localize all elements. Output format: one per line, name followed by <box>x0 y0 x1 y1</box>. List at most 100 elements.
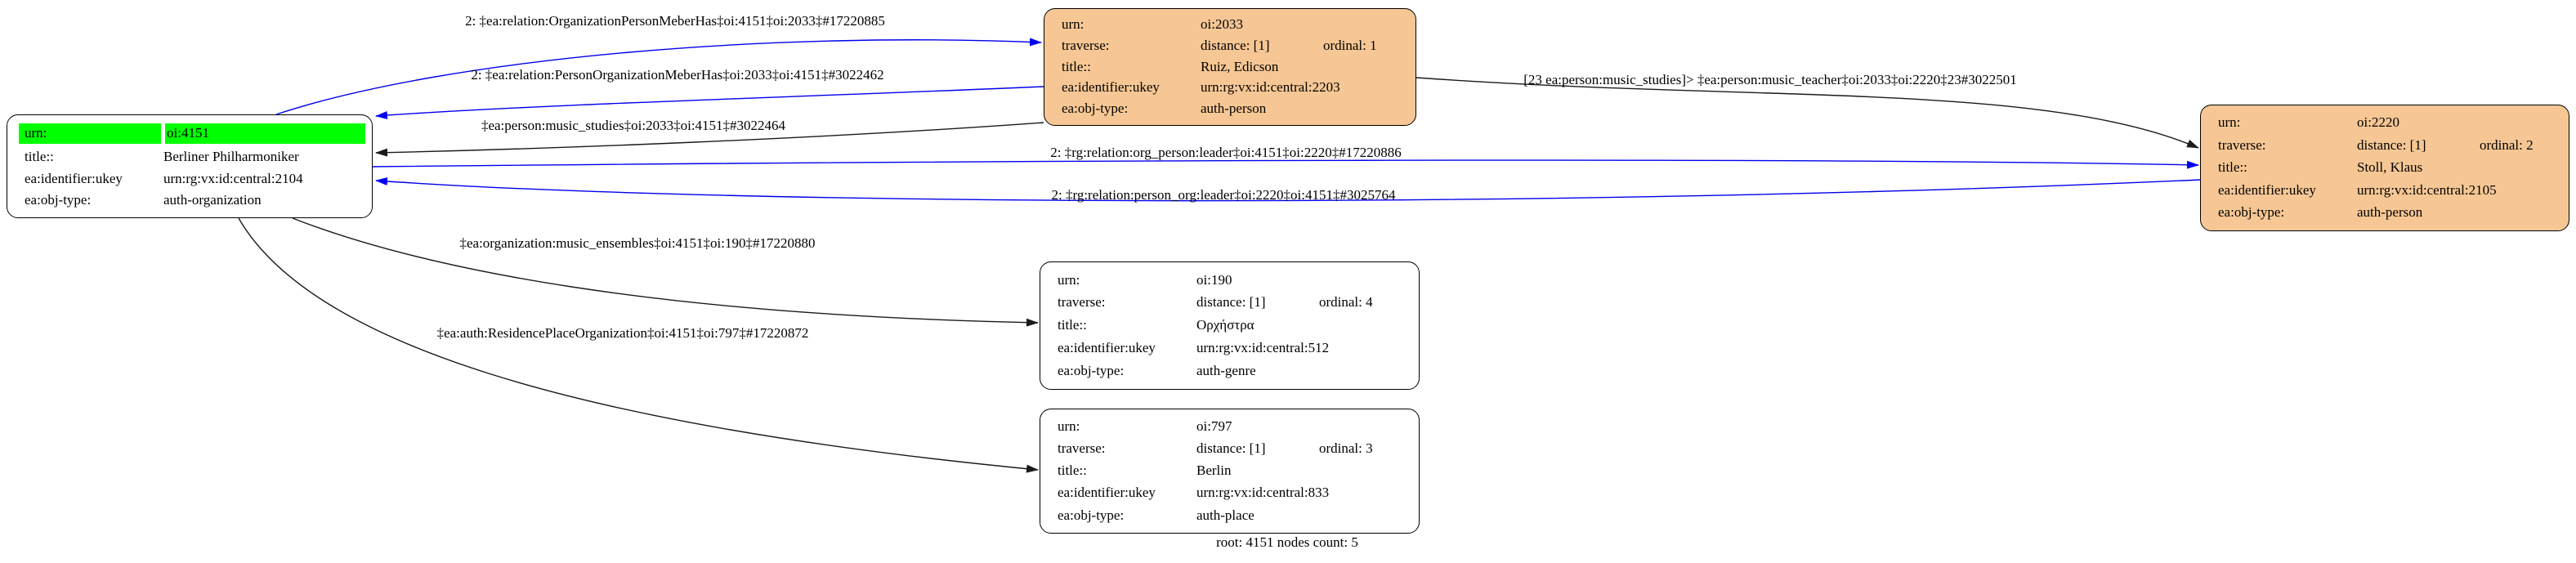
traverse-ordinal: ordinal: 2 <box>2480 136 2534 153</box>
edge-person-org-member <box>375 86 1044 119</box>
row-value: urn:rg:vx:id:central:512 <box>1196 340 1330 356</box>
edge-label-org-person-member: 2: ‡ea:relation:OrganizationPersonMeberH… <box>465 13 885 29</box>
row-label: ea:obj-type: <box>25 192 92 208</box>
row-value: Berliner Philharmoniker <box>163 148 299 164</box>
row-label: ea:obj-type: <box>1058 363 1125 379</box>
row-value: auth-person <box>2357 204 2423 221</box>
row-label: urn: <box>1058 271 1080 288</box>
edge-music-teacher <box>1415 77 2199 149</box>
row-label: urn: <box>2218 114 2241 131</box>
row-label: ea:identifier:ukey <box>1062 79 1160 96</box>
node-row-ukey: ea:identifier:ukey urn:rg:vx:id:central:… <box>1040 485 1419 501</box>
row-value: urn:rg:vx:id:central:2105 <box>2357 181 2497 198</box>
traverse-distance: distance: [1] <box>2357 136 2426 153</box>
row-label: title:: <box>1058 462 1087 479</box>
graph-caption: root: 4151 nodes count: 5 <box>1216 534 1358 550</box>
row-label: traverse: <box>1062 38 1110 54</box>
row-value: auth-place <box>1196 507 1254 523</box>
node-row-traverse: traverse: distance: [1]ordinal: 4 <box>1040 294 1419 311</box>
row-label: title:: <box>2218 159 2247 176</box>
row-label: ea:identifier:ukey <box>1058 340 1156 356</box>
node-row-objtype: ea:obj-type: auth-place <box>1040 507 1419 524</box>
row-value: auth-genre <box>1196 363 1256 379</box>
row-value: oi:190 <box>1196 271 1232 288</box>
row-label: ea:obj-type: <box>1062 101 1129 117</box>
row-value: distance: [1] ordinal: 3 <box>1196 440 1412 457</box>
row-value: distance: [1] ordinal: 1 <box>1201 38 1409 54</box>
node-row-objtype: ea:obj-type: auth-person <box>2201 204 2569 221</box>
node-row-ukey: ea:identifier:ukey urn:rg:vx:id:central:… <box>7 171 372 187</box>
row-value: auth-person <box>1201 101 1267 117</box>
row-label: ea:identifier:ukey <box>25 170 123 186</box>
node-row-traverse: traverse: distance: [1] ordinal: 2 <box>2201 137 2569 154</box>
edge-music-studies <box>375 122 1044 157</box>
traverse-ordinal: ordinal: 3 <box>1319 440 1373 457</box>
row-value: distance: [1] ordinal: 2 <box>2357 137 2562 154</box>
row-label: title:: <box>1062 58 1091 74</box>
node-oi-797-place: urn: oi:797 traverse: distance: [1] ordin… <box>1040 409 1420 534</box>
node-row-urn: urn: oi:4151 <box>7 123 372 144</box>
row-value: Ορχήστρα <box>1196 317 1254 333</box>
node-oi-190-genre: urn: oi:190 traverse: distance: [1]ordin… <box>1040 261 1420 390</box>
edge-org-person-leader <box>372 159 2199 169</box>
node-oi-2220-person: urn: oi:2220 traverse: distance: [1] ordi… <box>2200 105 2569 231</box>
row-value: oi:797 <box>1196 418 1232 434</box>
traverse-distance: distance: [1] <box>1196 294 1266 311</box>
node-row-title: title:: Berlin <box>1040 462 1419 479</box>
edge-org-person-member <box>275 38 1042 115</box>
row-value: Stoll, Klaus <box>2357 159 2423 176</box>
node-oi-2033-person: urn: oi:2033 traverse: distance: [1] ordi… <box>1044 8 1416 126</box>
node-row-traverse: traverse: distance: [1] ordinal: 3 <box>1040 440 1419 457</box>
row-label: urn: <box>1058 418 1080 434</box>
edge-person-org-leader <box>375 176 2201 202</box>
row-label: traverse: <box>2218 136 2266 153</box>
node-row-objtype: ea:obj-type: auth-person <box>1044 101 1415 117</box>
edge-music-ensembles <box>292 217 1039 327</box>
node-oi-4151-organization: urn: oi:4151 title:: Berliner Philharmon… <box>7 114 373 218</box>
row-label: urn: <box>19 123 161 144</box>
row-label: title:: <box>1058 317 1087 333</box>
node-row-objtype: ea:obj-type: auth-genre <box>1040 363 1419 379</box>
row-value: oi:2033 <box>1201 16 1243 33</box>
node-row-urn: urn: oi:2220 <box>2201 114 2569 131</box>
node-row-urn: urn: oi:190 <box>1040 272 1419 288</box>
node-row-ukey: ea:identifier:ukey urn:rg:vx:id:central:… <box>2201 182 2569 199</box>
row-value: distance: [1] ordinal: 4 <box>1196 294 1412 311</box>
node-row-ukey: ea:identifier:ukey urn:rg:vx:id:central:… <box>1040 340 1419 356</box>
traverse-ordinal: ordinal: 4 <box>1319 294 1373 311</box>
row-label: urn: <box>1062 16 1085 33</box>
edge-label-music-teacher: [23 ea:person:music_studies]> ‡ea:person… <box>1523 72 2017 87</box>
row-label: ea:identifier:ukey <box>1058 485 1156 501</box>
node-row-title: title:: Ορχήστρα <box>1040 317 1419 333</box>
row-value: urn:rg:vx:id:central:2203 <box>1201 79 1340 96</box>
row-label: ea:identifier:ukey <box>2218 181 2316 198</box>
row-value: Ruiz, Edicson <box>1201 58 1279 74</box>
row-value: oi:4151 <box>165 123 365 144</box>
node-row-traverse: traverse: distance: [1] ordinal: 1 <box>1044 38 1415 54</box>
node-row-title: title:: Berliner Philharmoniker <box>7 149 372 165</box>
traverse-distance: distance: [1] <box>1201 38 1270 54</box>
edge-label-person-org-leader: 2: ‡rg:relation:person_org:leader‡oi:222… <box>1051 187 1396 203</box>
traverse-distance: distance: [1] <box>1196 440 1266 457</box>
edge-residence-place <box>238 217 1039 473</box>
node-row-urn: urn: oi:797 <box>1040 418 1419 435</box>
edge-label-music-studies: ‡ea:person:music_studies‡oi:2033‡oi:4151… <box>481 118 786 133</box>
node-row-title: title:: Ruiz, Edicson <box>1044 59 1415 75</box>
row-value: urn:rg:vx:id:central:833 <box>1196 485 1330 501</box>
row-value: Berlin <box>1196 462 1232 479</box>
node-row-urn: urn: oi:2033 <box>1044 16 1415 33</box>
node-row-title: title:: Stoll, Klaus <box>2201 159 2569 176</box>
row-label: title:: <box>25 148 54 164</box>
edge-label-residence-place: ‡ea:auth:ResidencePlaceOrganization‡oi:4… <box>436 325 809 341</box>
edge-label-person-org-member: 2: ‡ea:relation:PersonOrganizationMeberH… <box>471 67 884 83</box>
row-label: traverse: <box>1058 440 1106 457</box>
node-row-objtype: ea:obj-type: auth-organization <box>7 192 372 208</box>
row-label: ea:obj-type: <box>1058 507 1125 523</box>
node-row-ukey: ea:identifier:ukey urn:rg:vx:id:central:… <box>1044 79 1415 96</box>
row-value: auth-organization <box>163 192 262 208</box>
row-value: oi:2220 <box>2357 114 2399 131</box>
edge-label-org-person-leader: 2: ‡rg:relation:org_person:leader‡oi:415… <box>1050 145 1402 160</box>
traverse-ordinal: ordinal: 1 <box>1323 38 1377 54</box>
